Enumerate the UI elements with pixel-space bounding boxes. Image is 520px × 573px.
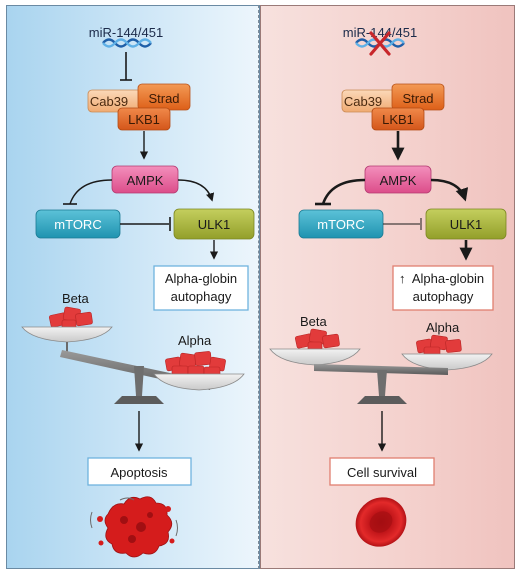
right-mtorc-label: mTORC	[317, 217, 364, 232]
right-lkb1-label: LKB1	[382, 112, 414, 127]
left-strad-label: Strad	[148, 91, 179, 106]
left-mirna-label: miR-144/451	[89, 25, 163, 40]
left-lkb1-box	[117, 107, 171, 131]
left-mirna-wave-icon	[102, 38, 152, 48]
left-ulk1-box	[173, 208, 255, 240]
left-pathway: miR-144/451 Cab39 Strad LKB1 AMPK mTORC	[21, 25, 255, 558]
right-beta-globin-icon	[294, 328, 340, 353]
right-ulk1-box	[425, 208, 507, 240]
right-ulk1-label: ULK1	[450, 217, 483, 232]
right-autophagy-line1: Alpha-globin	[412, 271, 484, 286]
right-lkb1-complex: Cab39 Strad LKB1	[341, 83, 445, 131]
right-autophagy-line2: autophagy	[413, 289, 474, 304]
left-ampk-inhibits-mtorc	[69, 179, 113, 205]
right-outcome-label: Cell survival	[347, 465, 417, 480]
left-cab39-label: Cab39	[90, 94, 128, 109]
left-autophagy-line1: Alpha-globin	[165, 271, 237, 286]
left-lkb1-complex: Cab39 Strad LKB1	[87, 83, 191, 131]
left-balance-scale-icon: Beta Alpha	[21, 291, 245, 404]
left-autophagy-line2: autophagy	[171, 289, 232, 304]
right-alpha-globin-icon	[416, 334, 462, 358]
left-ampk-activates-ulk1	[177, 179, 215, 202]
right-ampk-label: AMPK	[380, 173, 417, 188]
right-outcome-box	[329, 457, 435, 486]
right-mirna-label: miR-144/451	[343, 25, 417, 40]
right-autophagy-box	[392, 265, 494, 311]
apoptotic-cell-icon	[90, 496, 178, 558]
left-ampk-label: AMPK	[127, 173, 164, 188]
left-outcome-label: Apoptosis	[110, 465, 168, 480]
left-mtorc-label: mTORC	[54, 217, 101, 232]
right-balance-scale-icon: Beta Alpha	[269, 314, 493, 404]
right-beta-label: Beta	[300, 314, 328, 329]
knockout-x-icon	[369, 31, 391, 56]
left-alpha-label: Alpha	[178, 333, 212, 348]
right-ampk-inhibits-mtorc	[321, 178, 366, 205]
panel-divider	[258, 5, 260, 569]
right-cab39-label: Cab39	[344, 94, 382, 109]
right-alpha-label: Alpha	[426, 320, 460, 335]
red-blood-cell-icon	[355, 497, 407, 547]
right-strad-label: Strad	[402, 91, 433, 106]
increase-arrow-icon: ↑	[399, 271, 406, 286]
left-beta-globin-icon	[48, 306, 93, 331]
left-lkb1-label: LKB1	[128, 112, 160, 127]
left-ulk1-label: ULK1	[198, 217, 231, 232]
right-ampk-activates-ulk1	[430, 178, 469, 202]
left-autophagy-box	[153, 265, 249, 311]
left-outcome-box	[87, 457, 192, 486]
left-beta-label: Beta	[62, 291, 90, 306]
right-pathway: miR-144/451 Cab39 Strad LKB1 AMPK mTORC …	[269, 25, 507, 547]
right-lkb1-box	[371, 107, 425, 131]
